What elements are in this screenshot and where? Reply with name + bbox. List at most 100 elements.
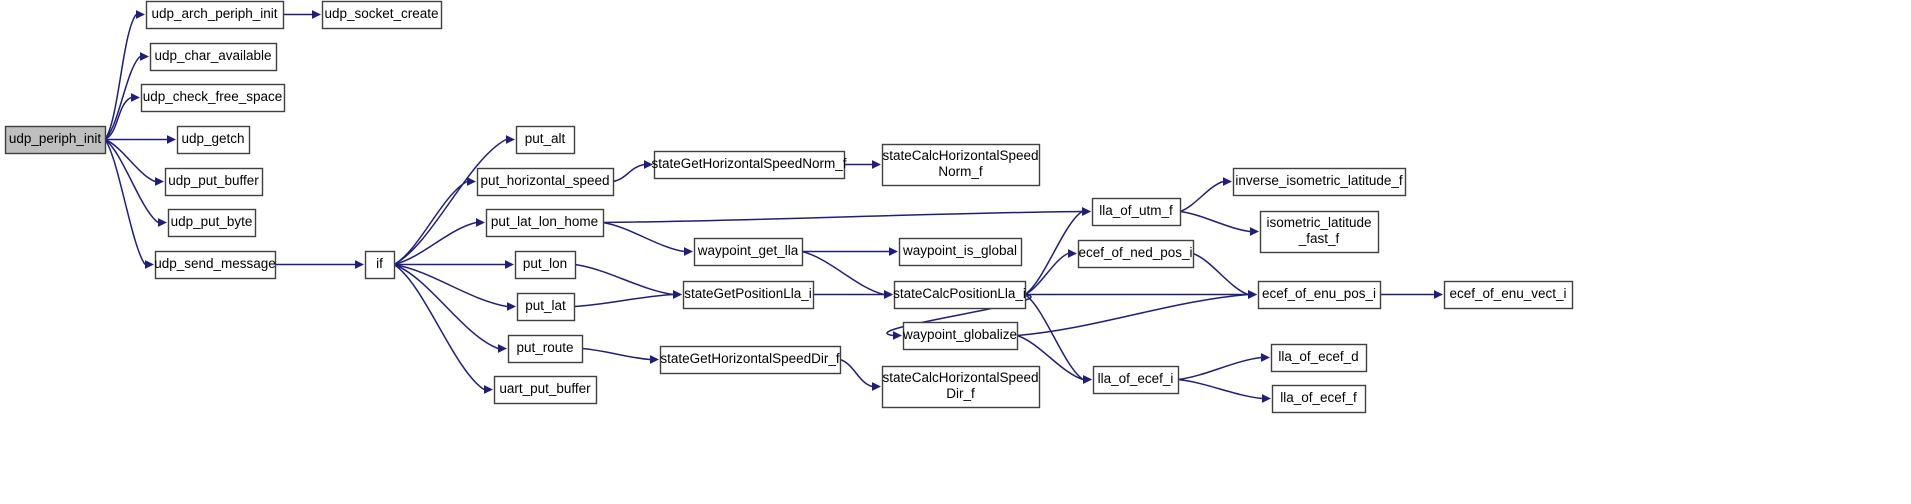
node-rect — [140, 83, 286, 113]
edge-arrowhead — [893, 331, 902, 340]
edge-layer — [104, 10, 1443, 403]
graph-node-stateCalcPositionLla_i[interactable]: stateCalcPositionLla_i — [893, 280, 1027, 310]
graph-edge-waypoint_globalize-to-lla_of_ecef_i — [1016, 334, 1092, 384]
node-label: ecef_of_ned_pos_i — [1078, 245, 1192, 260]
graph-edge-ecef_of_ned_pos_i-to-ecef_of_enu_pos_i — [1192, 252, 1257, 299]
graph-node-put_horizontal_speed[interactable]: put_horizontal_speed — [476, 167, 615, 197]
edge-arrowhead — [1082, 207, 1091, 216]
graph-node-udp_send_message[interactable]: udp_send_message — [154, 250, 277, 280]
node-label: put_lon — [523, 256, 567, 271]
graph-node-if[interactable]: if — [364, 250, 396, 280]
graph-edge-udp_periph_init-to-udp_arch_periph_init — [104, 10, 145, 140]
node-label: waypoint_get_lla — [697, 243, 799, 258]
node-label: lla_of_utm_f — [1099, 203, 1173, 218]
graph-node-udp_put_buffer[interactable]: udp_put_buffer — [164, 167, 264, 197]
node-label: ecef_of_enu_vect_i — [1449, 286, 1566, 301]
edge-arrowhead — [884, 290, 893, 299]
edge-arrowhead — [1250, 227, 1259, 236]
node-rect — [881, 143, 1041, 187]
graph-node-waypoint_globalize[interactable]: waypoint_globalize — [902, 321, 1019, 351]
node-label: ecef_of_enu_pos_i — [1262, 286, 1376, 301]
graph-edge-stateGetHorizontalSpeedNorm_f-to-stateCalcHorizontalSpeedNorm_f — [844, 160, 881, 169]
graph-edge-waypoint_get_lla-to-stateCalcPositionLla_i — [801, 250, 893, 299]
node-label: stateGetHorizontalSpeedDir_f — [660, 351, 840, 366]
edge-arrowhead — [312, 10, 321, 19]
graph-node-isometric_latitude_fast_f[interactable]: isometric_latitude_fast_f — [1259, 210, 1380, 254]
graph-node-ecef_of_enu_vect_i[interactable]: ecef_of_enu_vect_i — [1443, 280, 1574, 310]
edge-line — [393, 263, 485, 391]
edge-line — [104, 138, 159, 224]
graph-node-put_route[interactable]: put_route — [507, 334, 584, 364]
graph-node-udp_getch[interactable]: udp_getch — [176, 125, 251, 155]
node-label: udp_periph_init — [9, 131, 102, 146]
edge-arrowhead — [684, 247, 693, 256]
graph-edge-udp_periph_init-to-udp_put_byte — [104, 138, 167, 227]
graph-node-uart_put_buffer[interactable]: uart_put_buffer — [493, 375, 598, 405]
node-rect — [682, 280, 815, 310]
graph-node-stateGetHorizontalSpeedNorm_f[interactable]: stateGetHorizontalSpeedNorm_f — [651, 150, 847, 180]
node-rect — [167, 208, 257, 238]
edge-line — [104, 139, 146, 265]
edge-arrowhead — [1083, 375, 1092, 384]
graph-node-ecef_of_ned_pos_i[interactable]: ecef_of_ned_pos_i — [1077, 239, 1195, 269]
graph-edge-stateCalcPositionLla_i-to-lla_of_utm_f — [1024, 207, 1091, 296]
edge-line — [1024, 293, 1084, 381]
node-rect — [476, 167, 615, 197]
edge-line — [839, 358, 873, 388]
graph-node-udp_periph_init[interactable]: udp_periph_init — [4, 125, 107, 155]
graph-edge-lla_of_utm_f-to-isometric_latitude_fast_f — [1179, 210, 1259, 236]
node-label: lla_of_ecef_d — [1278, 349, 1358, 364]
edge-arrowhead — [889, 247, 898, 256]
edge-line — [104, 96, 132, 141]
graph-node-stateGetHorizontalSpeedDir_f[interactable]: stateGetHorizontalSpeedDir_f — [659, 345, 842, 375]
graph-node-put_lat_lon_home[interactable]: put_lat_lon_home — [485, 208, 605, 238]
node-rect — [1092, 365, 1180, 395]
edge-arrowhead — [1248, 290, 1257, 299]
node-rect — [493, 375, 598, 405]
node-label: stateGetHorizontalSpeedNorm_f — [651, 156, 846, 171]
graph-node-lla_of_ecef_f[interactable]: lla_of_ecef_f — [1271, 384, 1367, 414]
node-label: put_alt — [525, 131, 566, 146]
node-rect — [514, 250, 577, 280]
edge-arrowhead — [650, 355, 659, 364]
graph-edge-if-to-put_alt — [393, 135, 515, 266]
graph-edge-udp_arch_periph_init-to-udp_socket_create — [283, 10, 321, 19]
graph-node-udp_check_free_space[interactable]: udp_check_free_space — [140, 83, 286, 113]
graph-edge-put_lat_lon_home-to-waypoint_get_lla — [602, 221, 693, 256]
graph-node-lla_of_utm_f[interactable]: lla_of_utm_f — [1091, 197, 1182, 227]
graph-node-waypoint_get_lla[interactable]: waypoint_get_lla — [693, 237, 804, 267]
node-label: inverse_isometric_latitude_f — [1235, 173, 1403, 188]
graph-node-put_alt[interactable]: put_alt — [515, 125, 576, 155]
node-rect — [893, 280, 1027, 310]
graph-node-waypoint_is_global[interactable]: waypoint_is_global — [898, 237, 1023, 267]
edge-line — [104, 55, 141, 141]
graph-node-put_lat[interactable]: put_lat — [516, 292, 576, 322]
graph-edge-udp_send_message-to-if — [275, 260, 364, 269]
node-label: udp_put_byte — [171, 214, 253, 229]
edge-arrowhead — [484, 385, 493, 394]
graph-node-udp_arch_periph_init[interactable]: udp_arch_periph_init — [145, 0, 285, 30]
graph-node-udp_put_byte[interactable]: udp_put_byte — [167, 208, 257, 238]
graph-edge-if-to-uart_put_buffer — [393, 263, 493, 394]
graph-node-udp_char_available[interactable]: udp_char_available — [149, 42, 278, 72]
graph-node-inverse_isometric_latitude_f[interactable]: inverse_isometric_latitude_f — [1232, 167, 1407, 197]
graph-node-lla_of_ecef_d[interactable]: lla_of_ecef_d — [1270, 343, 1368, 373]
node-label: Dir_f — [946, 386, 975, 401]
node-rect — [881, 365, 1041, 409]
edge-arrowhead — [498, 344, 507, 353]
graph-node-ecef_of_enu_pos_i[interactable]: ecef_of_enu_pos_i — [1257, 280, 1382, 310]
node-label: put_lat_lon_home — [491, 214, 598, 229]
graph-node-lla_of_ecef_i[interactable]: lla_of_ecef_i — [1092, 365, 1180, 395]
edge-arrowhead — [1223, 177, 1232, 186]
graph-node-put_lon[interactable]: put_lon — [514, 250, 577, 280]
graph-node-stateGetPositionLla_i[interactable]: stateGetPositionLla_i — [682, 280, 815, 310]
edge-line — [1177, 378, 1263, 400]
graph-edge-udp_periph_init-to-udp_put_buffer — [104, 138, 164, 186]
node-label: udp_check_free_space — [143, 89, 283, 104]
graph-node-udp_socket_create[interactable]: udp_socket_create — [321, 0, 443, 30]
node-rect — [1443, 280, 1574, 310]
